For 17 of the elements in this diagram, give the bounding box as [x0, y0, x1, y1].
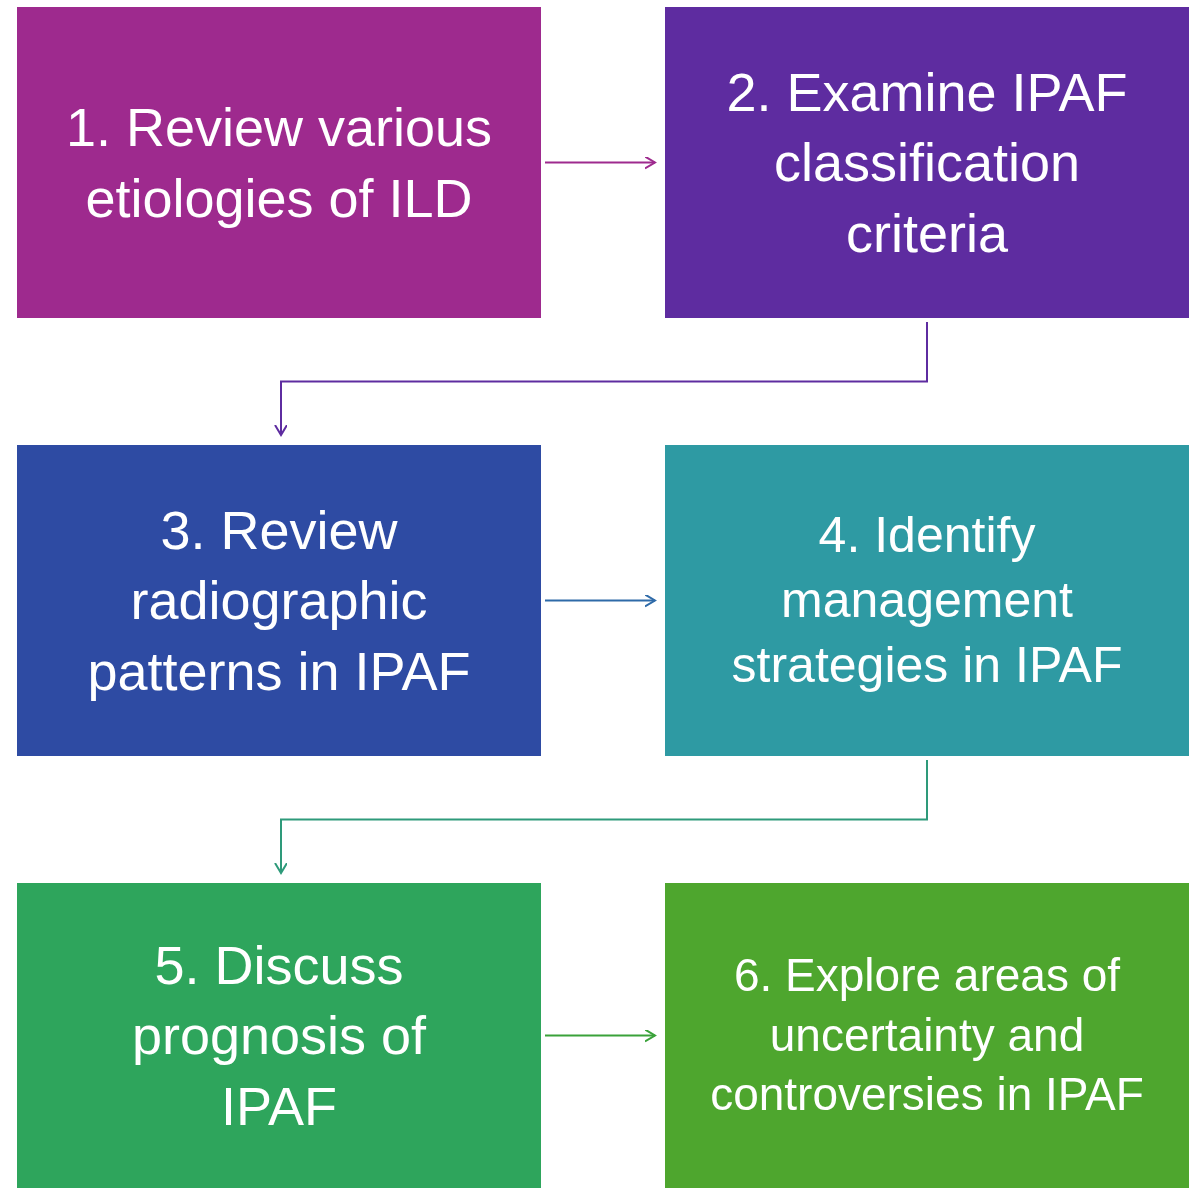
process-box	[17, 883, 541, 1188]
process-box	[665, 7, 1189, 318]
step-text: 5. Discuss prognosis of IPAF	[130, 934, 428, 1138]
step-text: 3. Review radiographic patterns in IPAF	[86, 499, 472, 703]
step-text: 1. Review various etiologies of ILD	[64, 96, 494, 230]
arrow	[544, 1028, 656, 1043]
step-text: 2. Examine IPAF classification criteria	[725, 61, 1129, 265]
process-box	[665, 883, 1189, 1188]
arrow	[544, 593, 656, 608]
arrow	[274, 321, 928, 436]
step-text: 6. Explore areas of uncertainty and controversies in IPAF	[709, 947, 1145, 1123]
process-box	[17, 445, 541, 756]
arrow	[544, 155, 656, 170]
process-box	[665, 445, 1189, 756]
arrow	[274, 759, 928, 874]
process-box	[17, 7, 541, 318]
step-text: 4. Identify management strategies in IPAF	[730, 506, 1124, 695]
